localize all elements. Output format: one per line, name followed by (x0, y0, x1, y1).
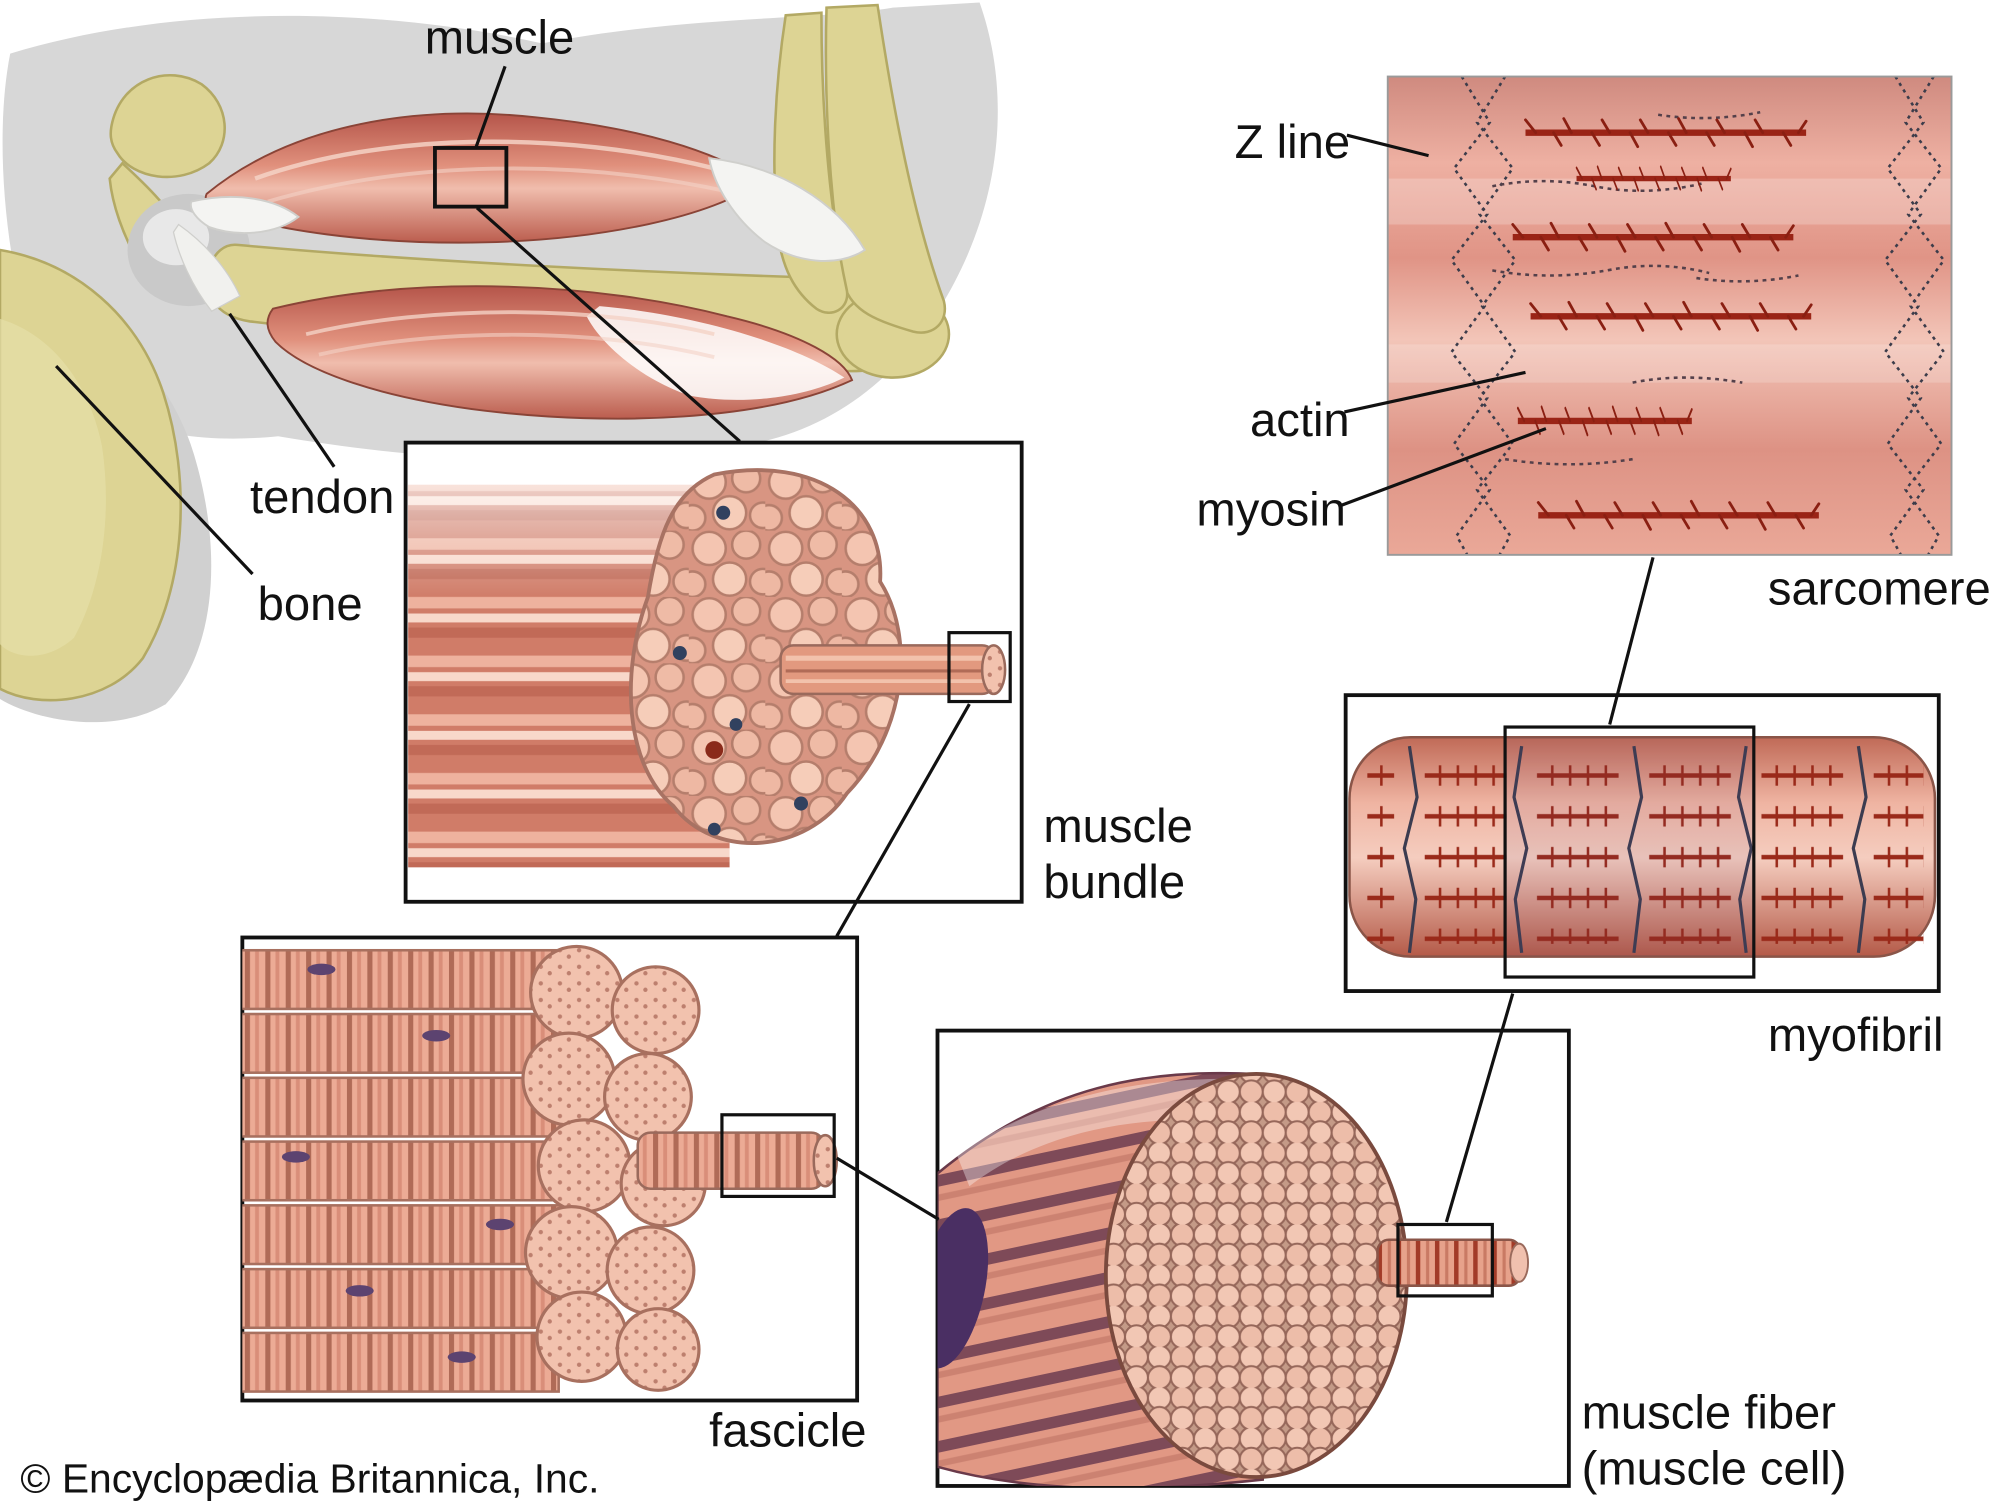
zoom-rect-on-myofibril (1503, 725, 1756, 979)
label-bone: bone (257, 577, 363, 631)
muscle-bundle-panel (403, 440, 1024, 904)
line-myosin-label (1341, 427, 1547, 507)
line-myofibril-to-sarcomere (1608, 556, 1655, 725)
line-tendon-label (228, 312, 336, 468)
line-muscle-to-bundle (475, 206, 741, 443)
nucleus (937, 1208, 989, 1369)
zoom-rect-on-fascicle (720, 1113, 836, 1199)
label-muscle-bundle: muscle bundle (1043, 798, 1192, 909)
myofibril-panel (1343, 693, 1941, 993)
label-myofibril: myofibril (1767, 1008, 1944, 1062)
muscle-fiber-panel (935, 1028, 1571, 1488)
sarcomere-image-border (1386, 75, 1953, 556)
fascicle-panel (240, 935, 860, 1403)
label-actin: actin (1249, 394, 1350, 447)
zoom-rect-on-bundle (947, 631, 1012, 704)
muscle-shapes (204, 112, 854, 420)
label-muscle-bundle-line1: muscle (1043, 799, 1193, 853)
myofibril-art (1348, 735, 1937, 958)
label-muscle-fiber: muscle fiber (muscle cell) (1582, 1385, 1847, 1496)
label-fascicle: fascicle (709, 1404, 867, 1457)
muscle-bundle-art (408, 445, 1007, 868)
copyright-notice: © Encyclopædia Britannica, Inc. (20, 1455, 600, 1502)
label-sarcomere: sarcomere (1767, 562, 1991, 615)
tendon-shapes (172, 157, 867, 313)
fascicle-art (242, 944, 839, 1393)
line-zline-label (1346, 133, 1429, 158)
line-bundle-to-fascicle (835, 703, 971, 938)
label-muscle: muscle (424, 11, 575, 64)
connector-lines (54, 65, 1655, 1223)
label-z-line: Z line (1234, 116, 1351, 169)
label-muscle-fiber-line1: muscle fiber (1581, 1386, 1837, 1439)
label-muscle-fiber-line2: (muscle cell) (1581, 1442, 1847, 1495)
sarcomere-panel (1386, 75, 1953, 556)
muscle-fiber-art (937, 1071, 1530, 1486)
zoom-rect-on-fiber (1396, 1222, 1494, 1298)
zoom-rect-on-muscle (433, 146, 509, 209)
sarcomere-art (1387, 76, 1952, 555)
line-fiber-to-myofibril (1444, 993, 1515, 1223)
label-myosin: myosin (1196, 483, 1346, 536)
line-fascicle-to-fiber (835, 1156, 940, 1221)
line-bone-label (54, 364, 254, 576)
label-muscle-bundle-line2: bundle (1043, 855, 1186, 908)
label-tendon: tendon (249, 470, 395, 523)
line-actin-label (1344, 370, 1526, 414)
line-muscle-label (474, 65, 507, 149)
